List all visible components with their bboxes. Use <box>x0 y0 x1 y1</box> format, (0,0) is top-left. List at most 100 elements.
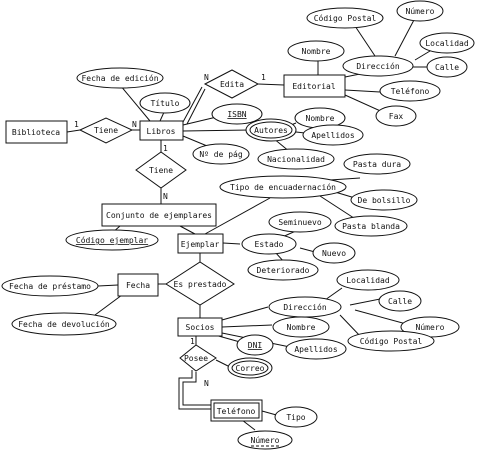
cardinality-tiene-conjunto: N <box>163 192 168 201</box>
attr-codigo-postal-editorial: Código Postal <box>306 7 384 29</box>
relationship-es-prestado[interactable]: Es prestado <box>165 261 235 306</box>
attr-codigo-ejemplar-key: Código ejemplar <box>65 229 159 251</box>
attr-autores-multivalued: Autores <box>245 118 297 142</box>
attr-apellidos-autor: Apellidos <box>302 124 364 146</box>
svg-text:Nombre: Nombre <box>287 323 316 332</box>
cardinality-posee-telefono: N <box>204 379 209 388</box>
edges <box>66 17 436 431</box>
svg-text:Tiene: Tiene <box>149 166 173 175</box>
svg-text:Localidad: Localidad <box>425 39 469 48</box>
attr-telefono-editorial: Teléfono <box>379 80 441 102</box>
cardinality-tiene-libros: N <box>132 120 137 129</box>
attr-nombre-socio: Nombre <box>272 316 330 338</box>
relationship-posee[interactable]: Posee <box>179 344 217 372</box>
svg-text:Es prestado: Es prestado <box>174 280 227 289</box>
svg-text:Localidad: Localidad <box>346 276 390 285</box>
svg-text:Fecha de préstamo: Fecha de préstamo <box>9 281 91 291</box>
entity-telefono-weak[interactable]: Teléfono <box>210 399 263 422</box>
attr-calle-editorial: Calle <box>426 56 468 78</box>
svg-text:Pasta blanda: Pasta blanda <box>342 222 400 231</box>
svg-text:Estado: Estado <box>255 240 284 249</box>
svg-text:Código Postal: Código Postal <box>314 13 377 23</box>
svg-text:ISBN: ISBN <box>227 110 246 119</box>
entity-biblioteca[interactable]: Biblioteca <box>5 120 68 144</box>
entity-fecha[interactable]: Fecha <box>117 273 159 297</box>
svg-text:Apellidos: Apellidos <box>311 131 355 140</box>
cardinality-libros-tiene: 1 <box>163 144 168 153</box>
svg-text:Tipo de encuadernación: Tipo de encuadernación <box>230 182 336 192</box>
attr-apellidos-socio: Apellidos <box>285 338 347 360</box>
entity-socios[interactable]: Socios <box>177 317 223 337</box>
attr-tipo-encuadernacion: Tipo de encuadernación <box>219 175 347 199</box>
attr-nombre-editorial: Nombre <box>287 40 345 62</box>
attr-pasta-blanda: Pasta blanda <box>334 215 408 237</box>
relationship-tiene-libros-conjunto[interactable]: Tiene <box>135 151 187 189</box>
svg-text:Autores: Autores <box>254 126 288 135</box>
cardinalities: 1 N N 1 1 N 1 N <box>74 73 266 388</box>
entity-ejemplar[interactable]: Ejemplar <box>177 233 224 254</box>
svg-text:Pasta dura: Pasta dura <box>353 160 401 169</box>
attr-estado: Estado <box>241 233 297 255</box>
svg-text:Correo: Correo <box>236 364 265 373</box>
svg-text:Nº de pág: Nº de pág <box>199 150 243 159</box>
attr-dni-key: DNI <box>236 334 274 356</box>
svg-text:Biblioteca: Biblioteca <box>12 128 60 137</box>
svg-text:Edita: Edita <box>220 80 244 89</box>
attr-nuevo: Nuevo <box>312 242 356 264</box>
relationship-edita[interactable]: Edita <box>203 69 260 99</box>
attr-direccion-editorial: Dirección <box>342 55 414 77</box>
svg-text:Nombre: Nombre <box>306 114 335 123</box>
attr-titulo: Título <box>139 92 191 114</box>
attr-tipo: Tipo <box>274 406 318 428</box>
svg-text:De bolsillo: De bolsillo <box>358 196 411 205</box>
cardinality-libros-edita: N <box>204 73 209 82</box>
svg-text:Tipo: Tipo <box>286 413 305 422</box>
attr-numero-telefono-partial-key: Número <box>237 430 293 450</box>
attr-localidad-socio: Localidad <box>336 269 400 291</box>
relationship-tiene-biblioteca-libros[interactable]: Tiene <box>78 117 134 144</box>
attr-numero-editorial: Número <box>396 0 444 22</box>
attr-num-paginas: Nº de pág <box>192 143 250 165</box>
svg-text:Libros: Libros <box>147 127 176 136</box>
svg-text:Fax: Fax <box>389 112 404 121</box>
attr-localidad-editorial: Localidad <box>419 32 475 54</box>
attr-seminuevo: Seminuevo <box>268 211 332 233</box>
svg-text:Socios: Socios <box>186 323 215 332</box>
svg-text:Fecha: Fecha <box>126 281 150 290</box>
svg-text:Nombre: Nombre <box>302 47 331 56</box>
svg-text:Tiene: Tiene <box>94 126 118 135</box>
attr-nacionalidad: Nacionalidad <box>257 148 335 170</box>
attr-fecha-edicion: Fecha de edición <box>76 67 164 89</box>
svg-text:Seminuevo: Seminuevo <box>278 218 322 227</box>
cardinality-socios-posee: 1 <box>190 337 195 346</box>
attr-isbn-key: ISBN <box>211 103 263 125</box>
svg-text:Conjunto de ejemplares: Conjunto de ejemplares <box>106 211 212 220</box>
attr-calle-socio: Calle <box>378 290 422 312</box>
svg-text:Dirección: Dirección <box>356 61 400 71</box>
svg-text:Código Postal: Código Postal <box>360 336 423 346</box>
cardinality-biblioteca-tiene: 1 <box>74 120 79 129</box>
attr-fax: Fax <box>375 105 417 127</box>
attr-codigo-postal-socio: Código Postal <box>347 330 435 352</box>
svg-text:Nuevo: Nuevo <box>322 249 346 258</box>
entity-libros[interactable]: Libros <box>139 120 184 141</box>
svg-text:Nacionalidad: Nacionalidad <box>267 155 325 164</box>
entity-conjunto-ejemplares[interactable]: Conjunto de ejemplares <box>101 203 217 227</box>
attr-direccion-socio: Dirección <box>268 296 342 318</box>
svg-text:Teléfono: Teléfono <box>217 406 256 416</box>
cardinality-edita-editorial: 1 <box>261 73 266 82</box>
svg-text:Apellidos: Apellidos <box>294 345 338 354</box>
svg-text:Número: Número <box>251 436 280 445</box>
svg-text:Número: Número <box>416 323 445 332</box>
entity-editorial[interactable]: Editorial <box>283 74 346 98</box>
svg-text:Calle: Calle <box>388 297 412 306</box>
svg-text:Código ejemplar: Código ejemplar <box>76 235 148 245</box>
attr-de-bolsillo: De bolsillo <box>350 189 418 211</box>
svg-text:Dirección: Dirección <box>283 302 327 312</box>
attr-correo-multivalued: Correo <box>227 357 273 379</box>
attr-deteriorado: Deteriorado <box>247 259 319 281</box>
svg-text:Calle: Calle <box>435 63 459 72</box>
svg-text:Editorial: Editorial <box>292 82 336 91</box>
svg-text:Fecha de edición: Fecha de edición <box>81 73 158 83</box>
